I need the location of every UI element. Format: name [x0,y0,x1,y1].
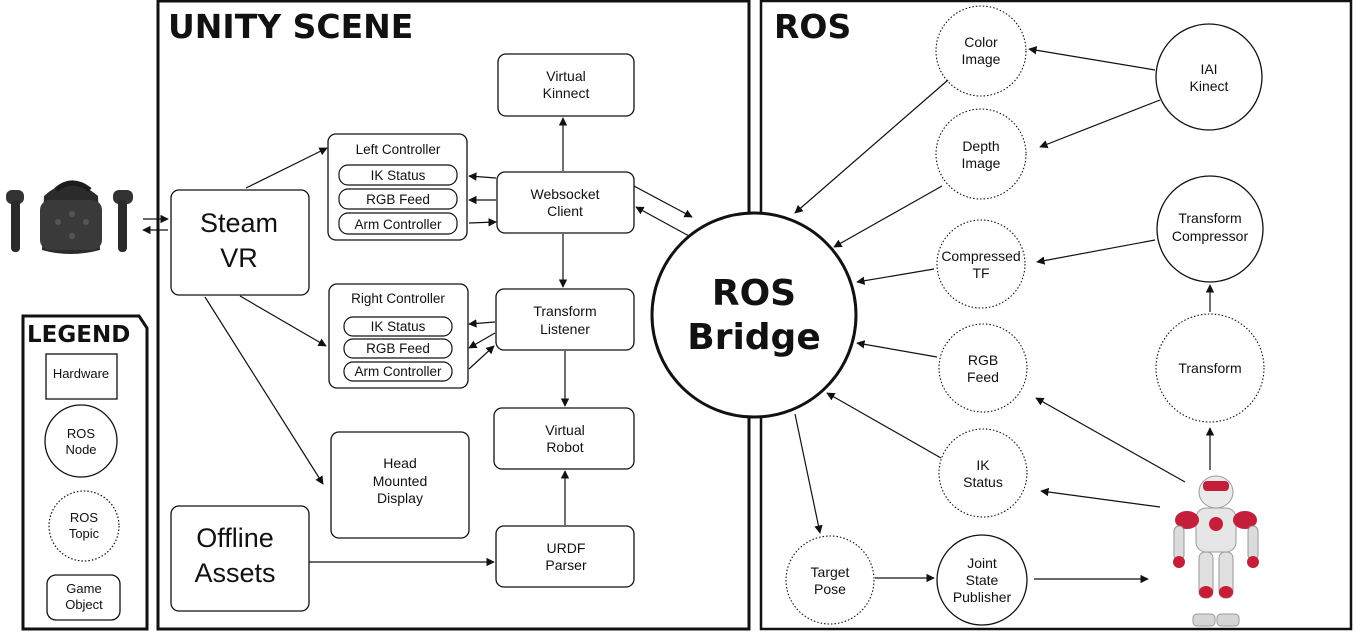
compressed-tf-label: Compressed [941,248,1020,264]
ros-bridge-label: ROS [712,273,796,314]
target-pose-label: Target [811,564,850,580]
steam-vr-label: Steam [200,208,278,238]
head-mounted-display-label: Display [377,490,423,506]
right-arm-controller-label: Arm Controller [354,364,442,379]
compressed-tf-label: TF [972,265,989,281]
iai-kinect-label: Kinect [1190,78,1229,94]
ik-status-topic [938,428,1028,518]
steam-vr-box [170,189,310,296]
legend-box [21,314,149,631]
steam-vr-label: VR [220,243,258,273]
legend-game-object-label: Object [65,597,103,612]
joint-state-publisher-label: Joint [967,555,997,571]
rgb-feed-label: RGB [968,352,998,368]
nao-robot-icon [1173,475,1259,627]
color-image-topic [935,5,1027,97]
legend-ros-topic-circle [48,490,120,562]
transform-label: Transform [1178,360,1241,376]
legend-ros-node-label: ROS [67,426,96,441]
rgb-feed-label: Feed [967,369,999,385]
offline-assets-label: Offline [196,523,274,553]
virtual-robot-box [493,407,635,470]
urdf-parser-box [495,525,635,588]
depth-image-topic [935,108,1027,200]
left-ik-status-label: IK Status [371,168,426,183]
unity-scene-title: UNITY SCENE [168,7,413,46]
left-arm-controller-label: Arm Controller [354,217,442,232]
joint-state-publisher-label: Publisher [953,589,1012,605]
transform-listener-box [495,288,635,351]
ros-panel-title: ROS [774,7,851,46]
right-rgb-feed-label: RGB Feed [366,341,430,356]
depth-image-label: Image [962,155,1001,171]
legend-ros-node-circle [44,404,118,478]
iai-kinect-label: IAI [1200,61,1217,77]
transform-listener-label: Listener [540,321,590,337]
transform-listener-label: Transform [533,303,596,319]
joint-state-publisher-label: State [966,572,999,588]
legend-game-object-label: Game [66,581,101,596]
urdf-parser-label: URDF [547,540,586,556]
left-rgb-feed-pill [338,188,458,210]
legend-ros-node-label: Node [65,442,96,457]
connection-arrows [142,46,1215,584]
right-controller-title: Right Controller [351,291,445,306]
vr-headset-icon [6,180,133,254]
iai-kinect-node [1155,23,1263,131]
legend-hardware-label: Hardware [53,366,109,381]
offline-assets-box [170,505,310,612]
left-controller-box [327,133,468,241]
target-pose-topic [785,535,875,625]
left-controller-title: Left Controller [356,142,441,157]
legend-title: LEGEND [27,322,130,348]
left-ik-status-pill [338,164,458,186]
urdf-parser-label: Parser [545,557,587,573]
virtual-robot-label: Robot [546,439,583,455]
transform-topic [1155,313,1265,423]
right-rgb-feed-pill [343,338,453,359]
websocket-client-label: Websocket [531,186,600,202]
head-mounted-display-box [330,431,470,539]
depth-image-label: Depth [962,138,999,154]
right-ik-status-pill [343,316,453,337]
legend-hardware-box [45,353,118,400]
right-arm-controller-pill [343,361,453,382]
ros-bridge-circle [650,211,858,419]
ros-bridge-label: Bridge [687,317,821,358]
virtual-kinnect-label: Kinnect [543,85,590,101]
color-image-label: Color [964,34,998,50]
color-image-label: Image [962,51,1001,67]
joint-state-publisher-node [936,534,1028,626]
virtual-kinnect-box [497,53,635,117]
ik-status-label: Status [963,474,1003,490]
head-mounted-display-label: Head [383,455,416,471]
virtual-robot-label: Virtual [545,422,584,438]
offline-assets-label: Assets [194,558,275,588]
rgb-feed-topic [938,323,1028,413]
head-mounted-display-label: Mounted [373,473,427,489]
ik-status-label: IK [976,457,990,473]
compressed-tf-topic [936,219,1026,309]
legend-ros-topic-label: Topic [69,526,100,541]
websocket-client-box [496,171,635,234]
right-controller-box [328,283,469,389]
websocket-client-label: Client [547,203,583,219]
transform-compressor-label: Compressor [1172,228,1249,244]
target-pose-label: Pose [814,581,846,597]
left-arm-controller-pill [338,212,458,235]
transform-compressor-node [1156,175,1264,283]
left-rgb-feed-label: RGB Feed [366,192,430,207]
legend-game-object-box [46,574,121,621]
virtual-kinnect-label: Virtual [546,68,585,84]
transform-compressor-label: Transform [1178,210,1241,226]
legend-ros-topic-label: ROS [70,510,99,525]
right-ik-status-label: IK Status [371,319,426,334]
